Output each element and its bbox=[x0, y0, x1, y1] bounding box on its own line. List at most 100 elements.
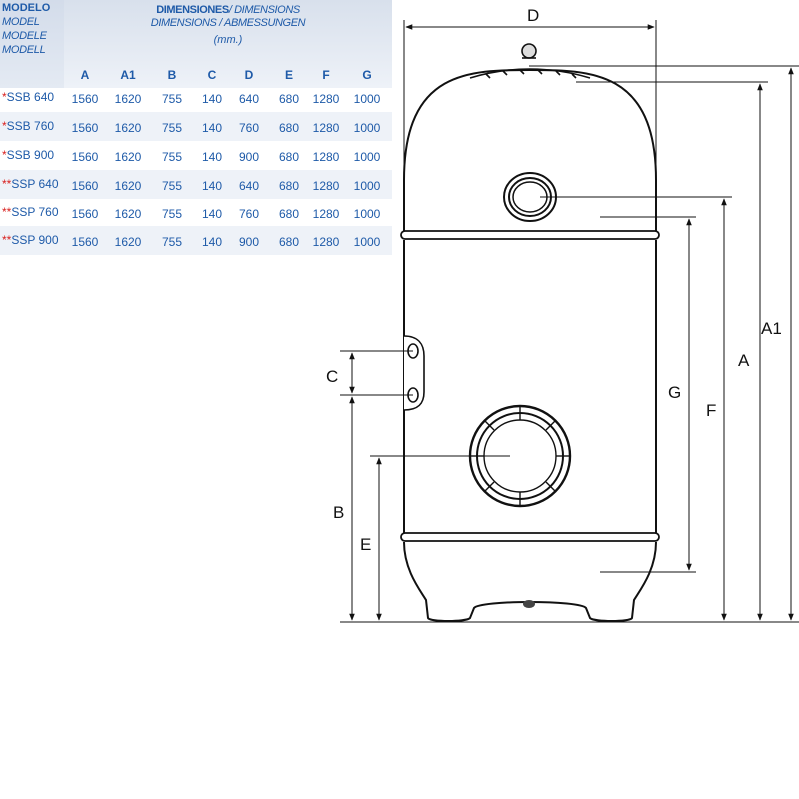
table-row: *SSB 900 1560 1620 755 140 900 680 1280 … bbox=[0, 141, 392, 170]
table-cell: 680 bbox=[278, 235, 300, 249]
tank-belt-upper bbox=[400, 230, 660, 240]
table-cell: 1560 bbox=[71, 150, 99, 164]
column-header-g: G bbox=[362, 68, 372, 82]
table-cell: 1000 bbox=[353, 207, 381, 221]
model-label-en: MODEL bbox=[2, 16, 40, 28]
column-header-e: E bbox=[284, 68, 294, 82]
column-header-b: B bbox=[167, 68, 177, 82]
dimensions-title: DIMENSIONES/ DIMENSIONS bbox=[64, 4, 392, 16]
table-cell: 755 bbox=[161, 150, 183, 164]
row-model: **SSP 900 bbox=[2, 233, 59, 247]
dimensions-title-rest: / DIMENSIONS bbox=[228, 4, 300, 16]
dimension-label-b: B bbox=[333, 503, 344, 522]
dimensions-units: (mm.) bbox=[213, 34, 243, 46]
table-row: **SSP 760 1560 1620 755 140 760 680 1280… bbox=[0, 198, 392, 227]
table-cell: 680 bbox=[278, 150, 300, 164]
table-cell: 140 bbox=[201, 92, 223, 106]
table-cell: 1560 bbox=[71, 235, 99, 249]
model-label-fr: MODELE bbox=[2, 30, 47, 42]
table-cell: 760 bbox=[238, 121, 260, 135]
table-row: **SSP 900 1560 1620 755 140 900 680 1280… bbox=[0, 226, 392, 255]
table-cell: 1560 bbox=[71, 121, 99, 135]
row-model: *SSB 640 bbox=[2, 90, 55, 104]
table-cell: 900 bbox=[238, 150, 260, 164]
table-cell: 755 bbox=[161, 207, 183, 221]
row-model: **SSP 640 bbox=[2, 177, 59, 191]
table-cell: 680 bbox=[278, 179, 300, 193]
table-cell: 1000 bbox=[353, 179, 381, 193]
table-cell: 1000 bbox=[353, 150, 381, 164]
table-cell: 140 bbox=[201, 235, 223, 249]
column-header-c: C bbox=[207, 68, 217, 82]
top-cap bbox=[469, 43, 591, 79]
model-label-es: MODELO bbox=[2, 2, 51, 14]
dimension-line-c bbox=[340, 350, 413, 396]
table-cell: 1620 bbox=[114, 121, 142, 135]
table-cell: 1280 bbox=[312, 207, 340, 221]
drain-plug bbox=[523, 600, 535, 608]
table-row: *SSB 760 1560 1620 755 140 760 680 1280 … bbox=[0, 112, 392, 141]
row-model: *SSB 900 bbox=[2, 148, 55, 162]
dimension-label-e: E bbox=[360, 535, 371, 554]
table-cell: 680 bbox=[278, 121, 300, 135]
dimension-label-c: C bbox=[326, 367, 338, 386]
table-cell: 1560 bbox=[71, 179, 99, 193]
table-cell: 900 bbox=[238, 235, 260, 249]
dimension-line-d bbox=[403, 20, 657, 180]
table-cell: 1620 bbox=[114, 92, 142, 106]
table-cell: 140 bbox=[201, 179, 223, 193]
table-cell: 1280 bbox=[312, 235, 340, 249]
table-cell: 760 bbox=[238, 207, 260, 221]
dimension-line-g bbox=[600, 216, 696, 573]
table-cell: 680 bbox=[278, 92, 300, 106]
dimensions-header-cell bbox=[64, 0, 392, 88]
dimension-label-d: D bbox=[527, 6, 539, 25]
manhole-window bbox=[468, 404, 572, 508]
column-header-d: D bbox=[244, 68, 254, 82]
table-row: *SSB 640 1560 1620 755 140 640 680 1280 … bbox=[0, 83, 392, 112]
table-cell: 755 bbox=[161, 121, 183, 135]
table-row: **SSP 640 1560 1620 755 140 640 680 1280… bbox=[0, 170, 392, 199]
table-cell: 1620 bbox=[114, 235, 142, 249]
table-cell: 640 bbox=[238, 92, 260, 106]
dimension-line-e bbox=[370, 455, 510, 621]
table-cell: 1000 bbox=[353, 235, 381, 249]
table-cell: 755 bbox=[161, 179, 183, 193]
table-cell: 1280 bbox=[312, 179, 340, 193]
dimension-line-f bbox=[540, 196, 732, 621]
column-header-a: A bbox=[80, 68, 90, 82]
model-label-de: MODELL bbox=[2, 44, 46, 56]
dimension-label-a: A bbox=[738, 351, 750, 370]
dimension-line-a bbox=[576, 81, 768, 621]
tank-belt-lower bbox=[400, 532, 660, 542]
model-header-cell bbox=[0, 0, 64, 88]
table-cell: 755 bbox=[161, 92, 183, 106]
table-cell: 1280 bbox=[312, 150, 340, 164]
table-cell: 755 bbox=[161, 235, 183, 249]
dimension-line-a1 bbox=[529, 65, 799, 621]
dimension-label-a1: A1 bbox=[761, 319, 782, 338]
table-cell: 1280 bbox=[312, 121, 340, 135]
dimensions-title-line2: DIMENSIONS / ABMESSUNGEN bbox=[150, 17, 306, 29]
dimension-label-g: G bbox=[668, 383, 681, 402]
table-cell: 1620 bbox=[114, 207, 142, 221]
row-model: **SSP 760 bbox=[2, 205, 59, 219]
table-cell: 640 bbox=[238, 179, 260, 193]
table-cell: 1280 bbox=[312, 92, 340, 106]
table-cell: 1620 bbox=[114, 179, 142, 193]
side-sight-glass bbox=[403, 335, 425, 411]
table-cell: 1620 bbox=[114, 150, 142, 164]
row-model: *SSB 760 bbox=[2, 119, 55, 133]
dimension-label-f: F bbox=[706, 401, 716, 420]
table-cell: 1560 bbox=[71, 92, 99, 106]
dimensions-title-bold: DIMENSIONES bbox=[156, 4, 229, 16]
column-header-a1: A1 bbox=[120, 68, 136, 82]
column-header-f: F bbox=[322, 68, 330, 82]
table-cell: 140 bbox=[201, 121, 223, 135]
dimensions-table: MODELO MODEL MODELE MODELL DIMENSIONES/ … bbox=[0, 0, 392, 255]
table-cell: 680 bbox=[278, 207, 300, 221]
table-cell: 1560 bbox=[71, 207, 99, 221]
table-cell: 1000 bbox=[353, 121, 381, 135]
table-cell: 140 bbox=[201, 207, 223, 221]
